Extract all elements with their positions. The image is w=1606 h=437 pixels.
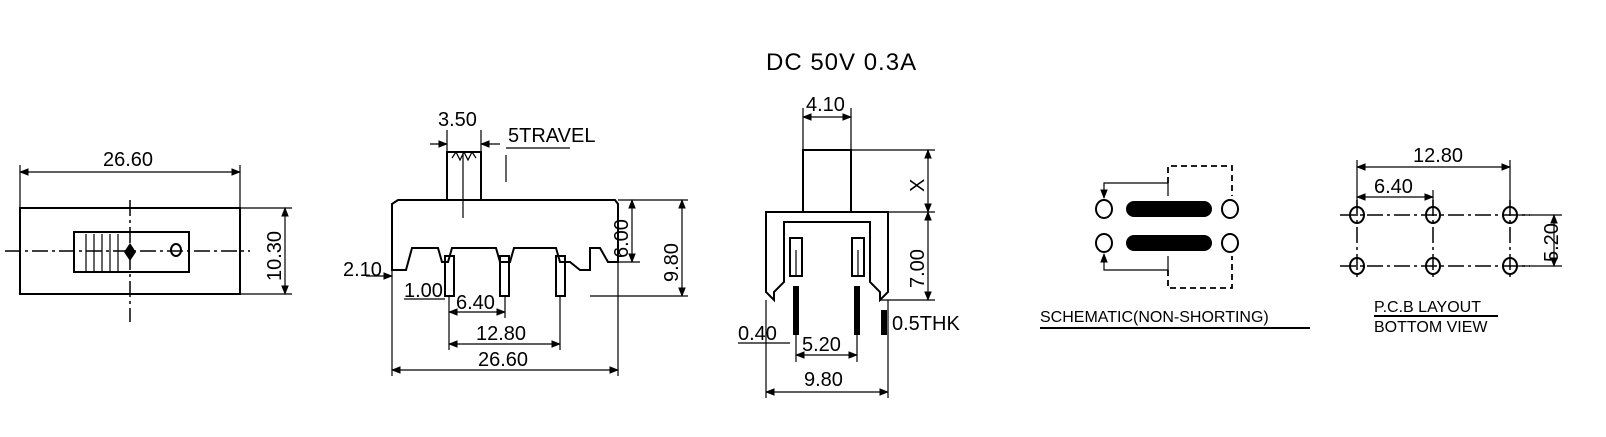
pcb-caption-line2: BOTTOM VIEW: [1374, 319, 1488, 336]
pcb-pitch-small-label: 6.40: [1374, 176, 1413, 198]
front-knob-label: 3.50: [438, 109, 477, 131]
pcb-hole-6: [1502, 257, 1518, 275]
schematic: SCHEMATIC(NON-SHORTING): [1040, 165, 1310, 329]
pcb-row-label: 5.20: [1541, 223, 1563, 262]
schematic-path-top-left: [1100, 182, 1169, 199]
side-knob-label: 4.10: [806, 94, 845, 116]
side-view-contact-right: [851, 237, 865, 277]
front-overall-width-label: 26.60: [478, 349, 528, 371]
schematic-contact-bottom: [1126, 235, 1212, 251]
top-view-actuator: [73, 231, 190, 273]
side-knob-height-label: X: [907, 179, 929, 192]
top-view-hole: [170, 243, 182, 257]
side-thickness-label: 0.5THK: [892, 313, 960, 335]
side-pin-spacing-label: 5.20: [802, 334, 841, 356]
schematic-caption: SCHEMATIC(NON-SHORTING): [1040, 309, 1269, 326]
front-view-knob: [446, 151, 482, 201]
side-view-contact-left: [789, 237, 803, 277]
side-overall-width-label: 9.80: [804, 369, 843, 391]
schematic-terminal-tr: [1221, 199, 1239, 219]
schematic-path-bottom-left: [1100, 253, 1169, 271]
front-pin-offset-label: 1.00: [404, 280, 443, 302]
top-view-grip-lines: [85, 234, 119, 271]
pcb-pitch-large-label: 12.80: [1413, 145, 1463, 167]
side-view-knob: [802, 149, 852, 213]
pcb-caption-line1: P.C.B LAYOUT: [1374, 299, 1481, 316]
front-view-body: [391, 199, 619, 271]
rating-title: DC 50V 0.3A: [766, 49, 917, 76]
side-view: 4.10 X 7.00 0.40 0.5THK 5.20 9.80: [738, 94, 960, 398]
front-overall-height-label: 9.80: [661, 243, 683, 282]
side-view-body: [765, 211, 889, 303]
front-pitch-large-label: 12.80: [476, 323, 526, 345]
top-view: 26.60 10.30: [5, 149, 292, 322]
pcb-layout: 12.80 6.40 5.20 P.C.B LAYOUT BOTTOM VIEW: [1340, 145, 1563, 336]
schematic-terminal-bl: [1095, 233, 1113, 253]
pcb-hole-4: [1349, 257, 1365, 275]
front-pitch-small-label: 6.40: [456, 292, 495, 314]
front-body-height-label: 6.00: [611, 219, 633, 258]
side-pin-width-label: 0.40: [738, 323, 777, 345]
top-view-knob-mark: [124, 243, 136, 261]
front-view-knob-break: [451, 150, 477, 162]
schematic-path-bottom-dashed: [1167, 256, 1233, 289]
front-travel-label: 5TRAVEL: [508, 125, 595, 147]
schematic-terminal-tl: [1095, 199, 1113, 219]
top-width-label: 26.60: [103, 149, 153, 171]
schematic-terminal-br: [1221, 233, 1239, 253]
front-offset-label: 2.10: [343, 259, 382, 281]
schematic-contact-top: [1126, 201, 1212, 217]
schematic-path-top-dashed: [1167, 165, 1233, 196]
side-body-height-label: 7.00: [907, 249, 929, 288]
front-view: 3.50 5TRAVEL 6.00 9.80 2.10 1.00 6.40 12…: [343, 109, 688, 376]
top-height-label: 10.30: [264, 231, 286, 281]
pcb-hole-5: [1425, 257, 1441, 275]
